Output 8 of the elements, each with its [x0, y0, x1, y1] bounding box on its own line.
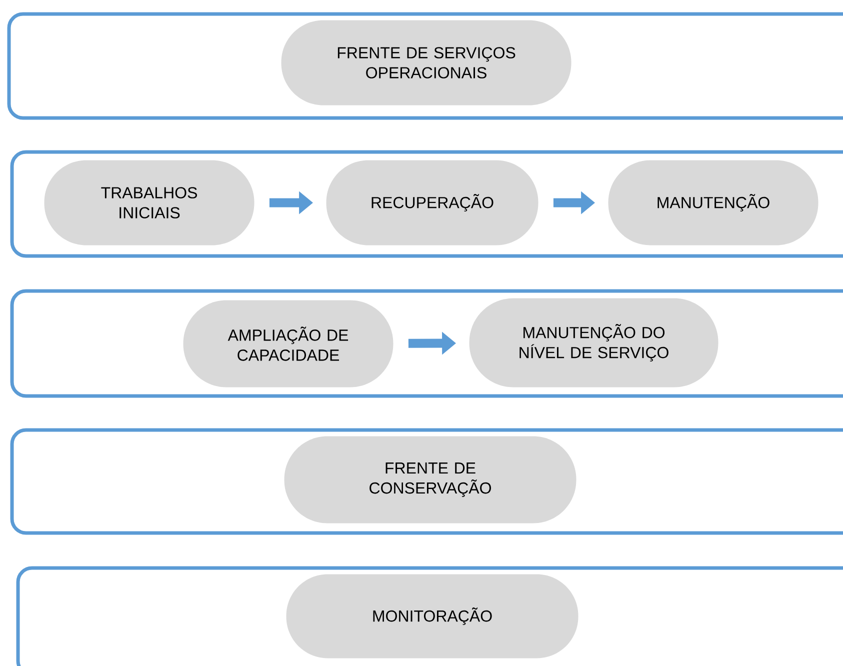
process-pill: MANUTENÇÃO DO NÍVEL DE SERVIÇO: [469, 298, 718, 388]
process-pill: AMPLIAÇÃO DE CAPACIDADE: [183, 300, 394, 388]
process-pill: FRENTE DE CONSERVAÇÃO: [284, 436, 576, 524]
process-pill: RECUPERAÇÃO: [326, 160, 538, 246]
process-pill: TRABALHOS INICIAIS: [44, 160, 254, 246]
process-pill: MANUTENÇÃO: [608, 160, 818, 246]
process-pill: FRENTE DE SERVIÇOS OPERACIONAIS: [281, 20, 572, 106]
process-pill: MONITORAÇÃO: [286, 574, 578, 658]
